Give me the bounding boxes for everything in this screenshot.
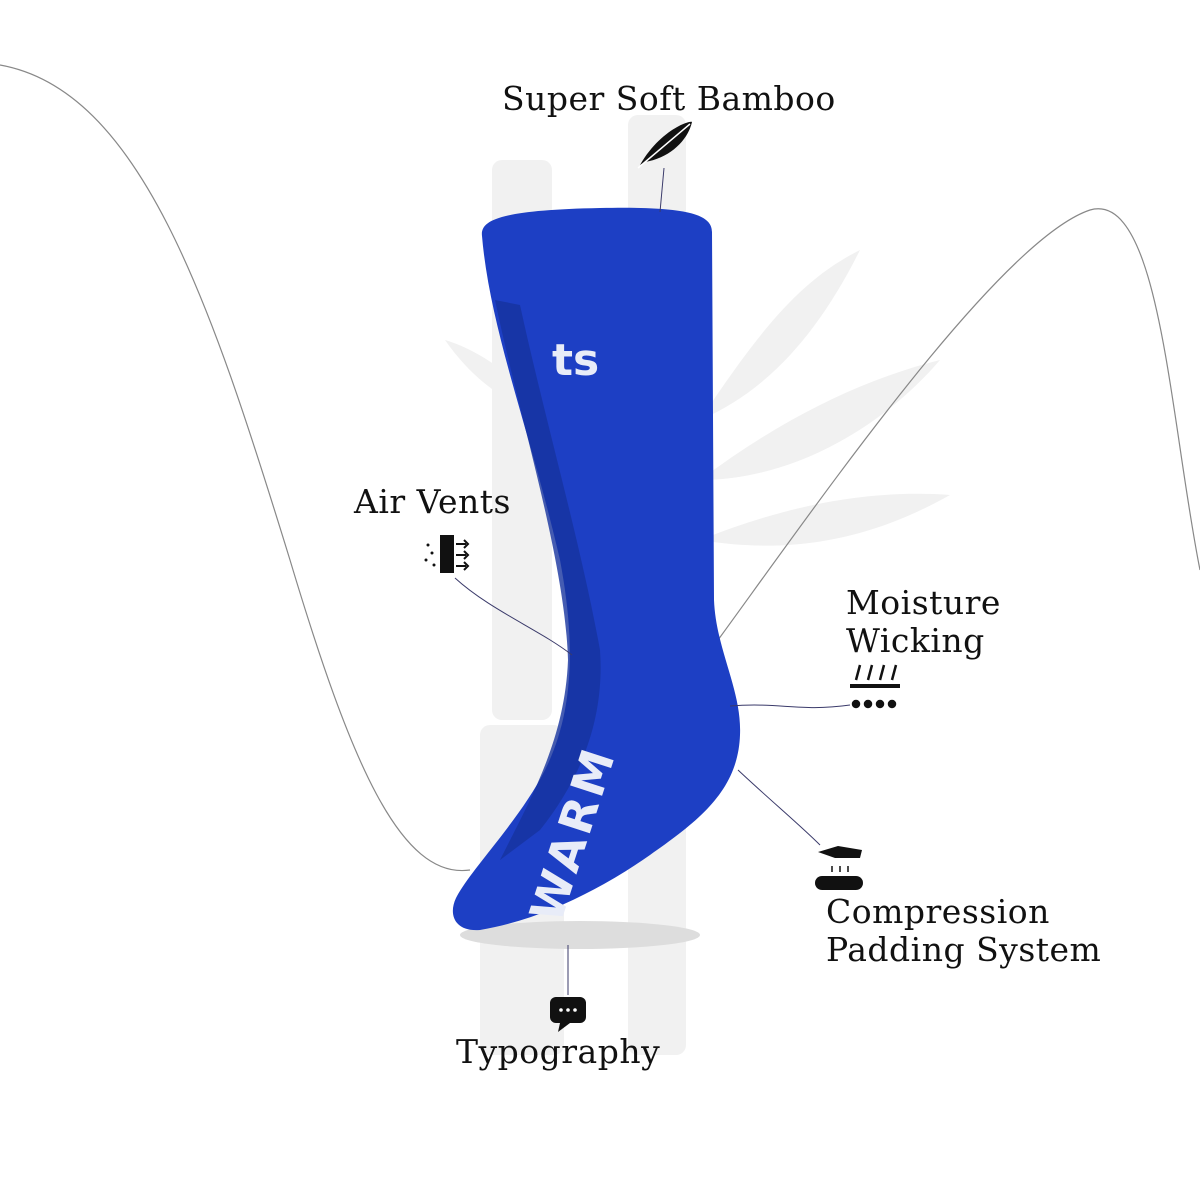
callout-line-bamboo [659,167,665,213]
callout-line-compression [737,769,821,846]
label-line: Compression [826,892,1050,931]
sock-shadow [460,921,700,949]
callout-line-moisture [729,704,851,709]
label-line: Moisture [846,583,1001,622]
feature-label-super-soft-bamboo: Super Soft Bamboo [502,79,836,118]
feature-label-compression-padding: Compression Padding System [826,893,1101,969]
compression-padding-icon [815,846,863,890]
decorative-wave-line [0,64,1200,872]
feather-icon [637,121,692,169]
feature-label-moisture-wicking: Moisture Wicking [846,584,1001,660]
chat-bubble-icon [550,997,586,1032]
feature-label-typography: Typography [456,1032,661,1071]
moisture-wicking-icon [850,664,900,709]
sock-logo: ts [552,335,599,386]
air-vent-icon [424,535,470,573]
label-line: Wicking [846,621,985,660]
callout-line-air-vents [454,577,573,656]
label-line: Padding System [826,930,1102,969]
feature-label-air-vents: Air Vents [354,482,511,521]
